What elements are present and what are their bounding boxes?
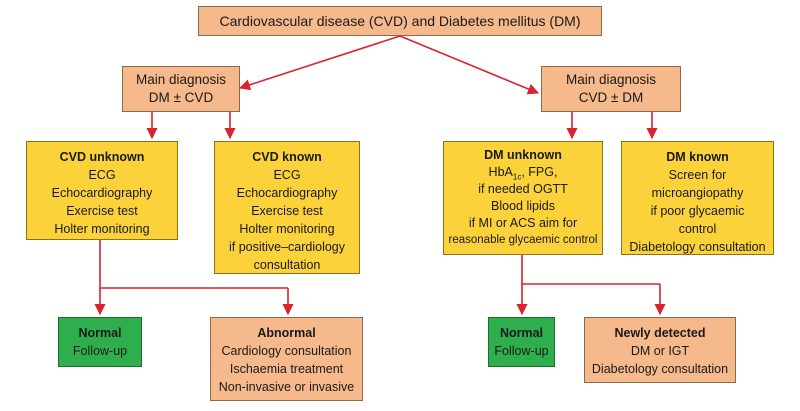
dm-unknown-item: Blood lipids <box>491 199 555 213</box>
dm-unknown-item: if needed OGTT <box>478 182 568 196</box>
dm-known-item: control <box>678 222 717 236</box>
newly-detected-item: DM or IGT <box>630 344 690 358</box>
arrow-title-to-left-diag <box>238 35 401 91</box>
dm-known-box: DM known Screen for microangiopathy if p… <box>621 141 774 255</box>
normal-left-line: Follow-up <box>72 344 128 358</box>
cvd-known-heading: CVD known <box>252 150 322 164</box>
dm-known-heading: DM known <box>666 150 729 164</box>
dm-known-item: if poor glycaemic <box>650 204 745 218</box>
cvd-known-item: Exercise test <box>251 204 323 218</box>
normal-left-heading: Normal <box>78 326 122 340</box>
main-diagnosis-right: Main diagnosis CVD ± DM <box>541 66 681 112</box>
cvd-known-item: Echocardiography <box>236 186 338 200</box>
newly-detected-box: Newly detected DM or IGT Diabetology con… <box>584 317 736 383</box>
normal-right-heading: Normal <box>499 326 544 340</box>
dm-known-item: Screen for <box>668 168 727 182</box>
main-diagnosis-right-line2: CVD ± DM <box>578 90 644 105</box>
abnormal-box: Abnormal Cardiology consultation Ischaem… <box>210 317 363 401</box>
abnormal-item: Non-invasive or invasive <box>218 380 355 394</box>
cvd-unknown-item: Holter monitoring <box>54 222 150 236</box>
dm-known-item: microangiopathy <box>651 186 744 200</box>
cvd-unknown-item: Exercise test <box>66 204 138 218</box>
cvd-known-item: ECG <box>273 168 301 182</box>
newly-detected-item: Diabetology consultation <box>591 362 729 376</box>
title-box: Cardiovascular disease (CVD) and Diabete… <box>198 6 602 36</box>
cvd-unknown-box: CVD unknown ECG Echocardiography Exercis… <box>26 141 178 240</box>
main-diagnosis-right-line1: Main diagnosis <box>565 72 657 87</box>
dm-unknown-box: DM unknown HbA1c, FPG, if needed OGTT Bl… <box>443 141 603 255</box>
abnormal-heading: Abnormal <box>257 326 316 340</box>
cvd-known-item: Holter monitoring <box>239 222 335 236</box>
main-diagnosis-left-line1: Main diagnosis <box>135 72 227 87</box>
arrow-title-to-right-diag <box>399 35 540 95</box>
cvd-unknown-item: ECG <box>88 168 116 182</box>
dm-unknown-hba-line: HbA1c, FPG, <box>488 165 558 182</box>
connector-dm-unknown-branch <box>521 255 660 285</box>
abnormal-item: Ischaemia treatment <box>229 362 344 376</box>
title-text: Cardiovascular disease (CVD) and Diabete… <box>219 13 581 29</box>
normal-right-box: Normal Follow-up <box>488 317 555 367</box>
dm-unknown-item: if MI or ACS aim for <box>468 216 578 230</box>
main-diagnosis-left-line2: DM ± CVD <box>148 90 214 105</box>
cvd-unknown-item: Echocardiography <box>51 186 153 200</box>
newly-detected-heading: Newly detected <box>614 326 706 340</box>
dm-unknown-item: reasonable glycaemic control <box>448 234 598 246</box>
normal-left-box: Normal Follow-up <box>58 317 142 367</box>
cvd-unknown-heading: CVD unknown <box>59 150 145 164</box>
cvd-known-item: consultation <box>253 258 321 272</box>
cvd-known-item: if positive–cardiology <box>228 240 346 254</box>
dm-known-item: Diabetology consultation <box>629 240 766 254</box>
main-diagnosis-left: Main diagnosis DM ± CVD <box>122 66 240 112</box>
abnormal-item: Cardiology consultation <box>221 344 352 358</box>
normal-right-line: Follow-up <box>494 344 549 358</box>
dm-unknown-heading: DM unknown <box>484 148 562 162</box>
cvd-known-box: CVD known ECG Echocardiography Exercise … <box>214 141 360 274</box>
